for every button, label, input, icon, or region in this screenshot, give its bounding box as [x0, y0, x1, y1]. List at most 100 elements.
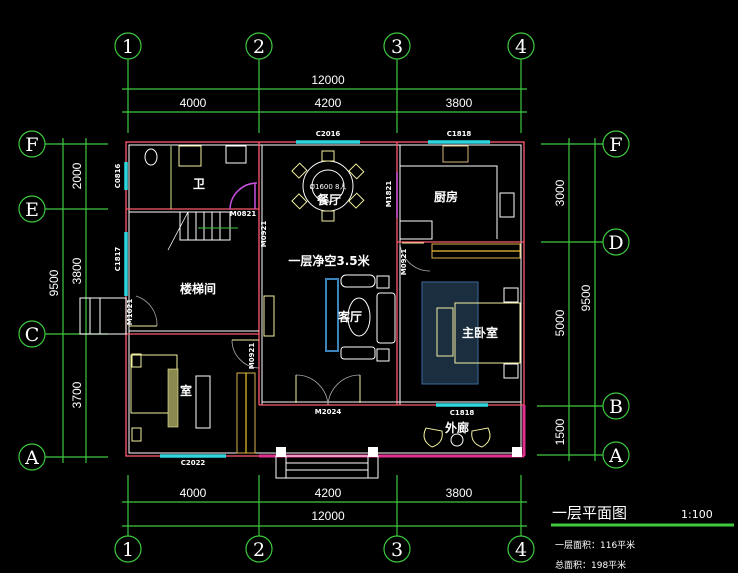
dim-right-total: 9500	[579, 284, 593, 311]
label-m2024: M2024	[315, 408, 342, 416]
nightstand-icon	[131, 353, 142, 368]
dim-right-seg-3: 1500	[553, 418, 567, 445]
right-axis: F D B A 3000 5000 1500 9500	[537, 130, 630, 469]
axis-label-E-left: E	[25, 199, 39, 221]
kitchen: 厨房	[399, 145, 515, 240]
dim-left-seg-3: 3700	[70, 381, 84, 408]
chair-icon	[321, 210, 335, 222]
toilet-icon	[144, 148, 158, 166]
fridge-icon	[399, 220, 433, 240]
lounge-chair-icon	[471, 427, 491, 448]
side-table-icon	[376, 348, 390, 362]
nightstand-icon	[503, 287, 519, 303]
chair-icon	[321, 150, 335, 162]
doors: M0821 M0921 M1021 M0921 M1821 M0921 M202…	[126, 172, 431, 416]
dim-left-total: 9500	[47, 269, 61, 296]
bottom-dimensions: 4000 4200 3800 12000	[122, 475, 527, 536]
drawing-scale: 1:100	[681, 508, 713, 521]
axis-label-1-top: 1	[122, 36, 134, 58]
axis-label-3-top: 3	[391, 36, 403, 58]
axis-label-2-bottom: 2	[253, 539, 265, 561]
label-m0921-b: M0921	[248, 343, 256, 370]
room-label-bathroom: 卫	[193, 177, 205, 191]
dim-top-seg-3: 3800	[446, 96, 473, 110]
clear-height-note: 一层净空3.5米	[288, 253, 370, 268]
sink-icon	[225, 145, 247, 164]
dim-top-total: 12000	[311, 73, 345, 87]
label-m0921-c: M0921	[400, 249, 408, 276]
label-m0821: M0821	[230, 210, 257, 218]
double-bed	[454, 302, 521, 364]
room-label-dining: 餐厅	[317, 192, 341, 207]
lounge-chair-icon	[423, 427, 443, 448]
dim-bottom-seg-3: 3800	[446, 486, 473, 500]
room-label-master-bedroom: 主卧室	[462, 325, 498, 340]
armchair-icon	[340, 274, 376, 288]
axis-bubble-2-bottom	[245, 535, 273, 563]
dim-right-seg-1: 3000	[553, 179, 567, 206]
nightstand-icon	[503, 363, 519, 379]
drawing-title: 一层平面图	[552, 504, 627, 522]
sofa-icon	[376, 292, 396, 344]
door-m0921-b	[231, 339, 260, 369]
label-c1818-top: C1818	[447, 130, 472, 138]
room-label-veranda: 外廊	[445, 420, 469, 435]
table-note: Ø1600 8人	[309, 183, 346, 191]
chair-icon	[348, 192, 365, 209]
stove-icon	[499, 192, 515, 218]
axis-label-A-right: A	[608, 445, 623, 467]
axis-label-A-left: A	[24, 447, 39, 469]
label-m1021: M1021	[126, 299, 134, 326]
door-m0921-c	[399, 242, 431, 272]
chair-icon	[291, 162, 308, 179]
master-bedroom: 主卧室	[421, 243, 521, 385]
room-label-stair-room: 楼梯间	[180, 281, 216, 296]
door-m2024-left	[295, 374, 329, 406]
veranda: 外廊	[423, 420, 491, 448]
axis-bubble-1-bottom	[114, 535, 142, 563]
left-axis: F E C A 9500 2000 3800 3700	[18, 130, 108, 471]
living-room: 一层净空3.5米 客厅	[263, 253, 396, 362]
dim-top-seg-1: 4000	[180, 96, 207, 110]
label-c0816: C0816	[114, 164, 122, 189]
door-m1021	[135, 295, 158, 327]
room-label-kitchen: 厨房	[434, 189, 458, 204]
kitchen-counter	[400, 165, 498, 239]
chair-icon	[348, 163, 365, 180]
label-m0921-a: M0921	[260, 221, 268, 248]
axis-label-4-top: 4	[515, 36, 527, 58]
rug	[421, 281, 479, 385]
chair-icon	[291, 193, 308, 210]
dim-left-seg-1: 2000	[70, 162, 84, 189]
round-table-icon	[450, 433, 464, 447]
kitchen-sink-icon	[442, 145, 469, 163]
first-floor-area: 一层面积：116平米	[555, 539, 635, 551]
staircase	[179, 211, 231, 241]
dim-right-seg-2: 5000	[553, 309, 567, 336]
entrance-steps	[275, 455, 379, 479]
axis-bubble-4-bottom	[507, 535, 535, 563]
tv-cabinet	[325, 278, 339, 352]
total-area: 总面积：198平米	[555, 559, 626, 571]
shoe-cabinet	[263, 295, 275, 337]
axis-label-2-top: 2	[253, 36, 265, 58]
top-dimensions: 12000 4000 4200 3800	[122, 73, 527, 113]
label-c1818-bottom: C1818	[450, 409, 475, 417]
dining-room: Ø1600 8人 餐厅	[291, 150, 365, 222]
coffee-table-icon	[347, 297, 371, 337]
axis-bubble-3-bottom	[383, 535, 411, 563]
bottom-axis-bubbles: 1 2 3 4	[114, 535, 535, 563]
axis-label-C-left: C	[25, 324, 40, 346]
axis-label-4-bottom: 4	[515, 539, 527, 561]
label-c2016: C2016	[316, 130, 341, 138]
dim-bottom-seg-2: 4200	[315, 486, 342, 500]
door-m0821	[229, 182, 258, 210]
axis-label-D-right: D	[608, 232, 623, 254]
side-steps	[79, 297, 127, 335]
bathroom: 卫	[144, 145, 247, 209]
dim-bottom-seg-1: 4000	[180, 486, 207, 500]
door-m2024-right	[327, 374, 361, 406]
room-label-bedroom: 室	[180, 383, 192, 398]
label-c2022: C2022	[181, 459, 206, 467]
